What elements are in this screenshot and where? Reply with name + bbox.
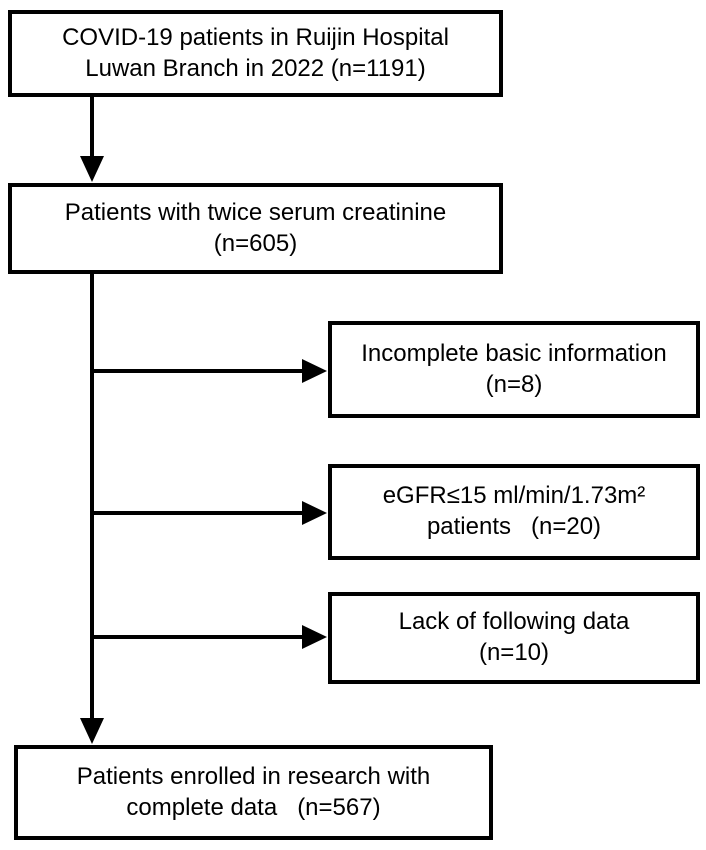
arrow-population-to-creatinine	[80, 97, 104, 182]
box-enrolled-text: Patients enrolled in research with compl…	[76, 762, 431, 821]
box-excluded-incomplete-information: Incomplete basic information (n=8)	[328, 321, 700, 418]
arrow-branch-excluded-incomplete-info	[92, 359, 327, 383]
arrow-branch-excluded-egfr	[92, 501, 327, 525]
arrow-branch-excluded-followup	[92, 625, 327, 649]
box-excluded-egfr-text: eGFR≤15 ml/min/1.73m² patients (n=20)	[382, 482, 646, 540]
box-excluded-lack-of-following-data-text: Lack of following data (n=10)	[398, 608, 630, 666]
box-twice-serum-creatinine: Patients with twice serum creatinine (n=…	[8, 183, 503, 274]
box-population: COVID-19 patients in Ruijin Hospital Luw…	[8, 10, 503, 97]
box-excluded-egfr: eGFR≤15 ml/min/1.73m² patients (n=20)	[328, 464, 700, 560]
box-excluded-incomplete-information-text: Incomplete basic information (n=8)	[361, 339, 667, 398]
box-twice-serum-creatinine-text: Patients with twice serum creatinine (n=…	[64, 198, 447, 257]
box-population-text: COVID-19 patients in Ruijin Hospital Luw…	[62, 23, 449, 82]
box-excluded-lack-of-following-data: Lack of following data (n=10)	[328, 592, 700, 684]
arrow-creatinine-to-enrolled	[80, 274, 104, 744]
box-enrolled: Patients enrolled in research with compl…	[14, 745, 493, 840]
